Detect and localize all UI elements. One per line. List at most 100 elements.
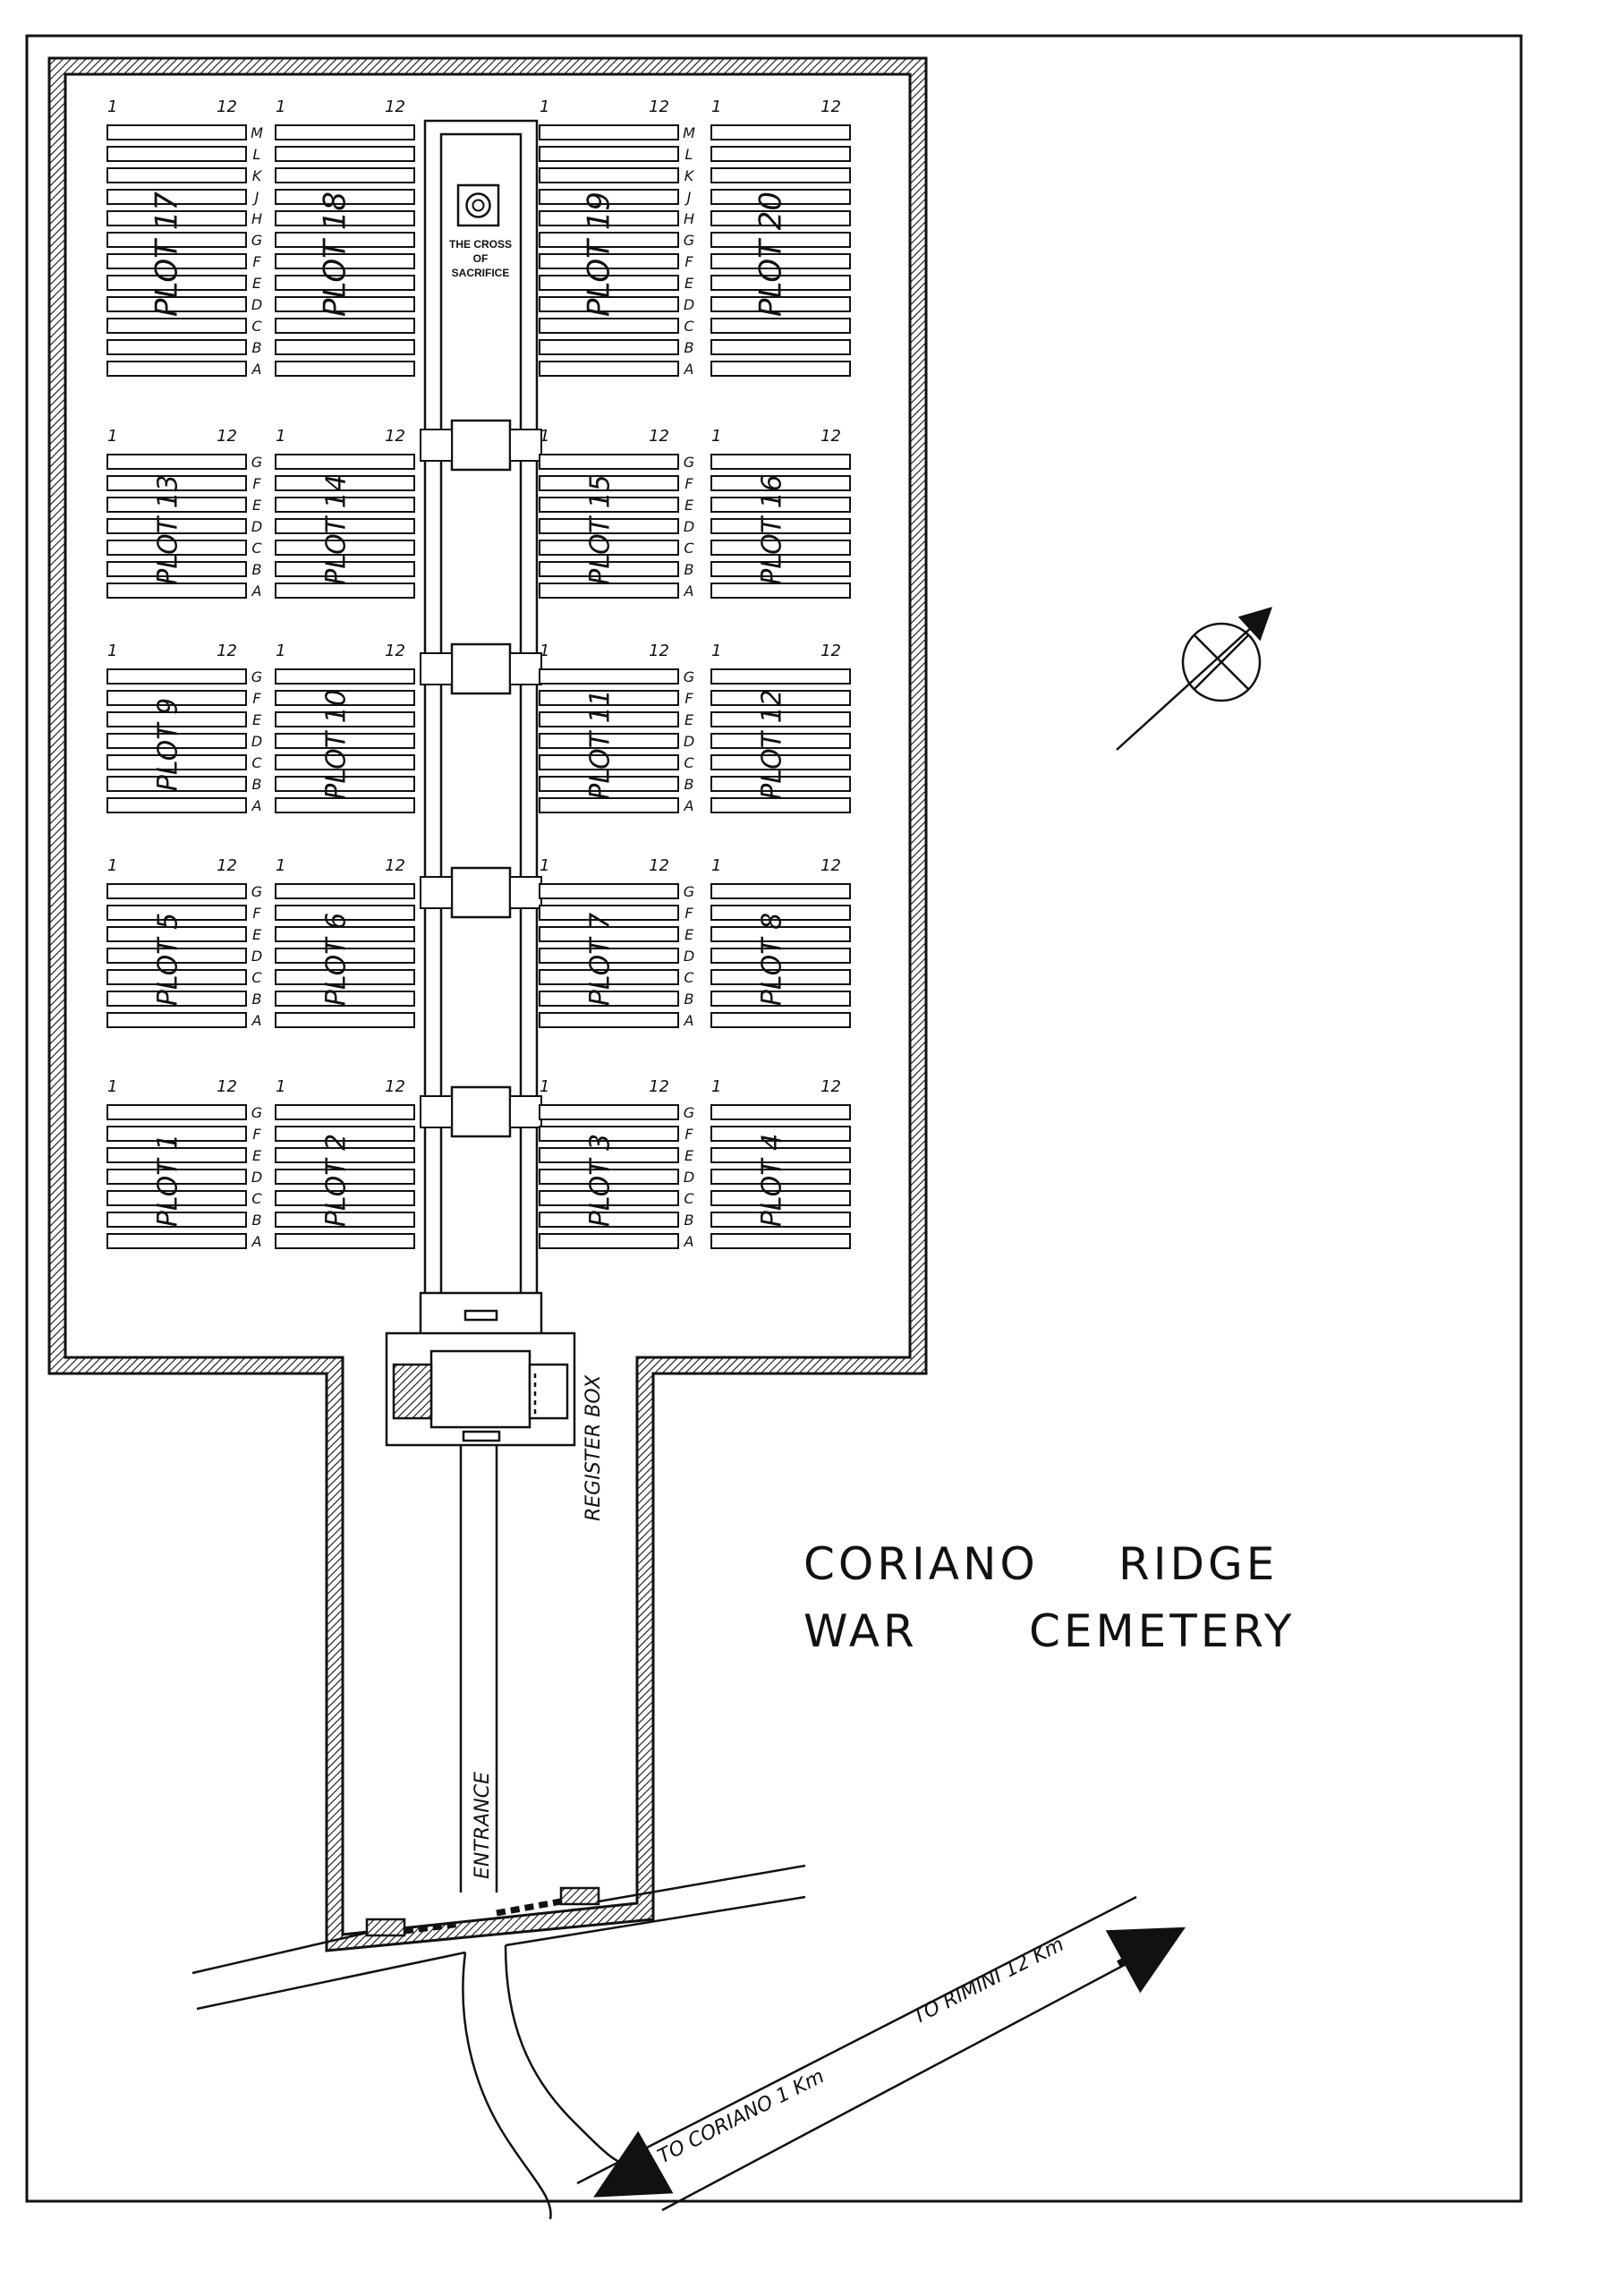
plot-label: PLOT 14	[321, 474, 353, 585]
grave-range-end: 12	[821, 642, 841, 660]
grave-row	[710, 733, 851, 749]
grave-range-start: 1	[540, 98, 549, 116]
grave-row	[539, 905, 679, 921]
grave-row	[275, 1233, 415, 1249]
row-letter: B	[684, 776, 694, 793]
grave-range-start: 1	[107, 98, 117, 116]
grave-row	[710, 167, 851, 183]
plot-label: PLOT 13	[153, 474, 184, 585]
plot-label: PLOT 5	[153, 913, 184, 1006]
grave-row	[275, 1212, 415, 1228]
title-ridge: RIDGE	[1118, 1538, 1278, 1590]
to-coriano-label: TO CORIANO 1 Km	[654, 2065, 828, 2168]
grave-row	[539, 189, 679, 205]
plot-label: PLOT 10	[321, 689, 353, 800]
grave-row	[275, 733, 415, 749]
plot-label: PLOT 6	[321, 913, 353, 1006]
grave-row	[710, 583, 851, 599]
entrance-path	[459, 1445, 498, 1892]
grave-row	[710, 1012, 851, 1028]
grave-row	[275, 1126, 415, 1142]
grave-row	[710, 905, 851, 921]
grave-range-start: 1	[711, 856, 721, 875]
grave-row	[710, 991, 851, 1007]
grave-range-end: 12	[821, 98, 841, 116]
grave-row	[539, 690, 679, 706]
map-frame	[25, 34, 1523, 2203]
grave-row	[710, 146, 851, 162]
grave-row	[106, 540, 247, 556]
grave-row	[539, 561, 679, 577]
grave-row	[539, 1190, 679, 1206]
grave-range-end: 12	[385, 427, 405, 446]
road-arrow-icon	[593, 1927, 1186, 2198]
grave-row	[710, 1190, 851, 1206]
walkway-plinth	[420, 866, 542, 919]
cross-label-line1: THE CROSS	[449, 238, 512, 251]
grave-row	[106, 1190, 247, 1206]
grave-row	[539, 318, 679, 334]
grave-row	[710, 1126, 851, 1142]
row-letter: F	[684, 475, 693, 492]
grave-range-start: 1	[711, 642, 721, 660]
grave-row	[275, 361, 415, 377]
grave-row	[539, 518, 679, 534]
grave-range-start: 1	[711, 427, 721, 446]
grave-row	[106, 1233, 247, 1249]
row-letter: A	[251, 1012, 262, 1029]
grave-range-start: 1	[107, 427, 117, 446]
row-letter: D	[251, 733, 262, 750]
grave-row	[275, 497, 415, 513]
grave-row	[106, 210, 247, 226]
grave-row	[539, 146, 679, 162]
grave-row	[275, 1012, 415, 1028]
grave-row	[539, 1126, 679, 1142]
north-arrow-icon	[1116, 607, 1272, 751]
row-letter: E	[684, 711, 694, 728]
row-letter: D	[251, 518, 262, 535]
plot-label: PLOT 11	[585, 689, 616, 800]
row-letter: C	[251, 969, 262, 986]
grave-row	[106, 926, 247, 942]
grave-row	[710, 948, 851, 964]
grave-row	[710, 210, 851, 226]
row-letter: E	[684, 926, 694, 943]
plot-label: PLOT 19	[582, 191, 617, 317]
grave-row	[106, 497, 247, 513]
grave-row	[106, 754, 247, 770]
grave-row	[106, 1012, 247, 1028]
grave-row	[275, 475, 415, 491]
title-war: WAR	[803, 1605, 918, 1657]
grave-row	[275, 167, 415, 183]
grave-row	[710, 1233, 851, 1249]
row-letter: F	[252, 905, 261, 922]
grave-row	[106, 275, 247, 291]
grave-row	[275, 561, 415, 577]
grave-range-end: 12	[385, 1077, 405, 1096]
row-letter: C	[684, 540, 694, 557]
row-letter: D	[684, 1169, 694, 1186]
row-letter: F	[252, 1126, 261, 1143]
grave-row	[275, 1169, 415, 1185]
row-letter: G	[251, 668, 262, 685]
register-box-label: REGISTER BOX	[582, 1374, 605, 1521]
grave-row	[710, 275, 851, 291]
row-letter: C	[251, 754, 262, 771]
row-letter: C	[251, 318, 262, 335]
row-letter: D	[251, 1169, 262, 1186]
grave-row	[710, 926, 851, 942]
grave-row	[710, 454, 851, 470]
grave-range-start: 1	[540, 1077, 549, 1096]
grave-row	[710, 318, 851, 334]
grave-row	[539, 296, 679, 312]
row-letter: G	[684, 1104, 694, 1121]
grave-range-end: 12	[217, 1077, 237, 1096]
grave-row	[710, 969, 851, 985]
row-letter: F	[684, 253, 693, 270]
grave-range-start: 1	[107, 856, 117, 875]
plot-label: PLOT 9	[153, 698, 184, 791]
grave-row	[275, 518, 415, 534]
